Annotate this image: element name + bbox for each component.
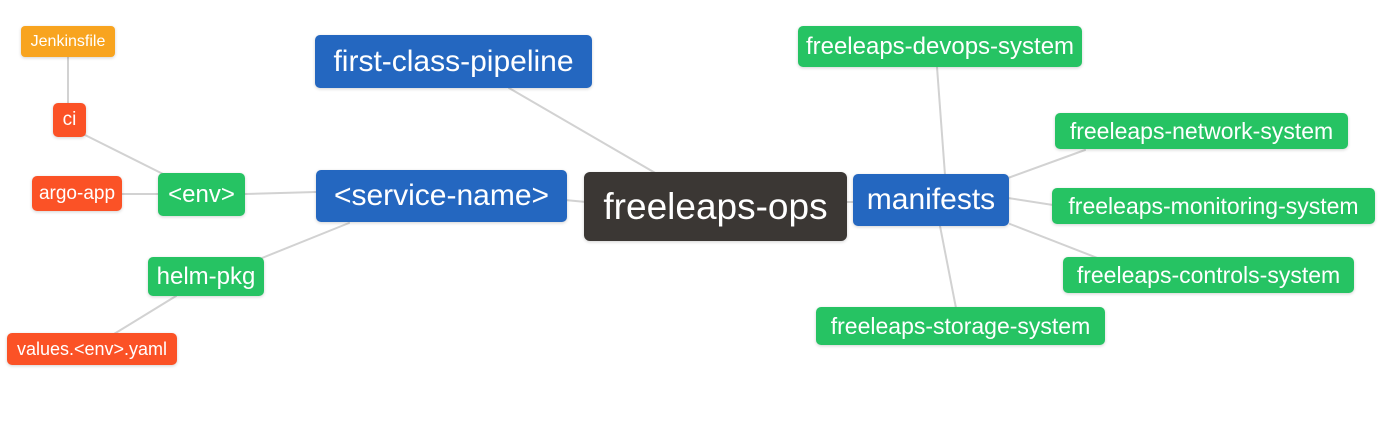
edge-pipeline-freeleaps-ops [508,87,658,175]
node-freeleaps-monitoring-system[interactable]: freeleaps-monitoring-system [1052,188,1375,224]
node-jenkinsfile[interactable]: Jenkinsfile [21,26,115,57]
node-freeleaps-ops[interactable]: freeleaps-ops [584,172,847,241]
node-ci[interactable]: ci [53,103,86,137]
edge-manifests-network [1007,149,1086,179]
edge-service-name-helm-pkg [261,222,350,259]
node-freeleaps-network-system[interactable]: freeleaps-network-system [1055,113,1348,149]
node-helm-pkg[interactable]: helm-pkg [148,257,264,296]
node-service-name[interactable]: <service-name> [316,170,567,222]
node-freeleaps-storage-system[interactable]: freeleaps-storage-system [816,307,1105,345]
node-first-class-pipeline[interactable]: first-class-pipeline [315,35,592,88]
edge-manifests-devops [936,66,946,176]
node-env[interactable]: <env> [158,173,245,216]
edge-manifests-storage [939,225,957,309]
edge-manifests-monitoring [1007,197,1054,206]
node-values-env-yaml[interactable]: values.<env>.yaml [7,333,177,365]
node-freeleaps-controls-system[interactable]: freeleaps-controls-system [1063,257,1354,293]
edge-env-service-name [244,191,317,195]
node-argo-app[interactable]: argo-app [32,176,122,211]
node-manifests[interactable]: manifests [853,174,1009,226]
node-freeleaps-devops-system[interactable]: freeleaps-devops-system [798,26,1082,67]
edge-ci-env [84,134,168,177]
edge-service-name-freeleaps-ops [564,199,587,203]
edge-helm-pkg-values [113,295,177,335]
edge-manifests-controls [1009,223,1101,260]
